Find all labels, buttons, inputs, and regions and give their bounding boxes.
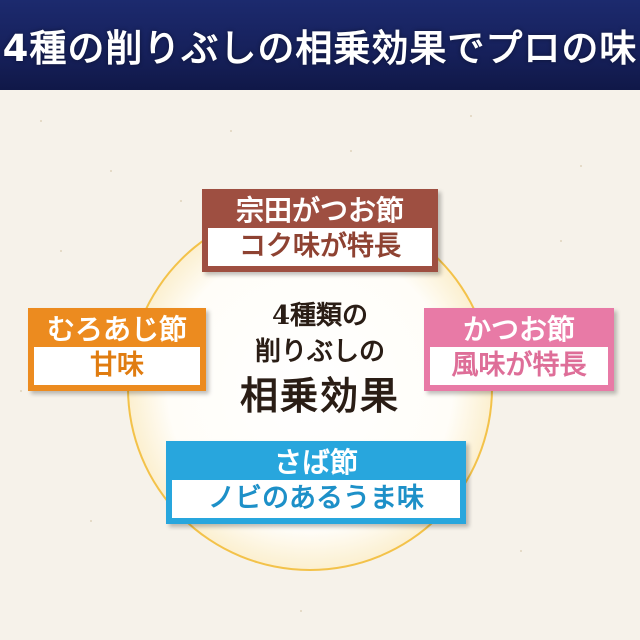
paper-fleck [300, 610, 302, 612]
paper-fleck [580, 165, 582, 167]
header-banner: 4種の削りぶしの相乗効果でプロの味 [0, 0, 640, 90]
paper-fleck [560, 240, 562, 242]
paper-fleck [230, 130, 232, 132]
center-caption: 4種類の 削りぶしの 相乗効果 [200, 298, 440, 422]
center-line-1: 4種類の [271, 301, 369, 331]
card-saba: さば節 ノビのあるうま味 [166, 441, 466, 524]
paper-fleck [20, 390, 22, 392]
paper-fleck [60, 250, 62, 252]
card-subtitle: 甘味 [34, 347, 200, 385]
paper-fleck [40, 120, 42, 122]
paper-fleck [90, 520, 92, 522]
header-title: 4種の削りぶしの相乗効果でプロの味 [2, 27, 638, 70]
center-line-3: 相乗効果 [239, 373, 400, 418]
card-title: かつお節 [462, 313, 575, 346]
card-title: さば節 [273, 446, 358, 479]
paper-fleck [350, 150, 352, 152]
card-subtitle: コク味が特長 [208, 228, 432, 266]
card-muroaji: むろあじ節 甘味 [28, 308, 206, 391]
card-katsuo: かつお節 風味が特長 [424, 308, 614, 391]
paper-fleck [470, 115, 472, 117]
paper-fleck [180, 200, 182, 202]
center-line-2: 削りぶしの [254, 337, 385, 367]
paper-fleck [110, 170, 112, 172]
card-subtitle: ノビのあるうま味 [172, 480, 460, 518]
card-souda-katsuo: 宗田がつお節 コク味が特長 [202, 189, 438, 272]
card-subtitle: 風味が特長 [430, 347, 608, 385]
card-title: むろあじ節 [46, 313, 187, 346]
paper-fleck [520, 550, 522, 552]
card-title: 宗田がつお節 [235, 194, 404, 227]
